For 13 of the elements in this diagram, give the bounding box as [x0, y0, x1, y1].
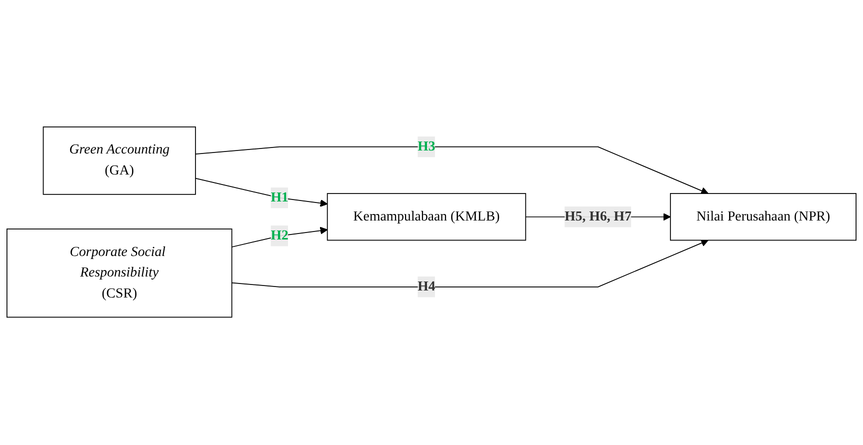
edge-label: H4: [418, 280, 436, 294]
node-box: Green Accounting (GA): [42, 126, 196, 196]
arrow: [231, 227, 328, 248]
node-box: Nilai Perusahaan (NPR): [670, 194, 856, 242]
arrow: [195, 178, 328, 208]
edge-label: H1: [270, 190, 288, 206]
edge-label: H5, H6, H7: [564, 210, 632, 224]
arrow: [231, 240, 709, 288]
edge-label: H2: [270, 228, 288, 244]
node-box: Kemampulabaan (KMLB): [326, 194, 526, 242]
arrow: [195, 146, 709, 195]
node-box: Corporate Social Responsibility (CSR): [6, 228, 232, 318]
edge-label: H3: [418, 139, 436, 154]
